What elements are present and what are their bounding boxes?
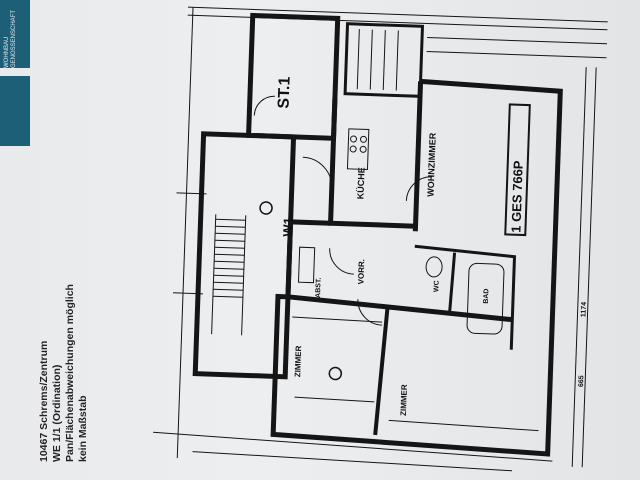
logo: WOHNBAU GENOSSENSCHAFT: [0, 0, 30, 68]
label-room1: ZIMMER: [293, 345, 303, 377]
dimension-label: 665: [578, 375, 585, 387]
logo-bar: [0, 76, 30, 146]
fixtures: [253, 95, 539, 432]
label-unit: W1: [280, 217, 296, 237]
label-living: WOHNZIMMER: [426, 132, 438, 197]
label-wc: WC: [433, 280, 440, 292]
room-marker: [259, 201, 273, 215]
label-storage: ABST.: [315, 277, 323, 298]
dimension-label: 1174: [580, 302, 588, 318]
stairs: [211, 29, 399, 336]
label-room2: ZIMMER: [399, 384, 409, 416]
label-stair: ST.1: [276, 76, 294, 109]
label-bath: BAD: [483, 288, 491, 303]
label-kitchen: KÜCHE: [355, 167, 366, 199]
walls: [192, 12, 563, 457]
label-stamp: 1 GES 766P: [508, 160, 526, 233]
label-hall: VORR.: [356, 259, 366, 285]
room-marker: [328, 366, 343, 381]
stamp-box: [504, 103, 531, 237]
